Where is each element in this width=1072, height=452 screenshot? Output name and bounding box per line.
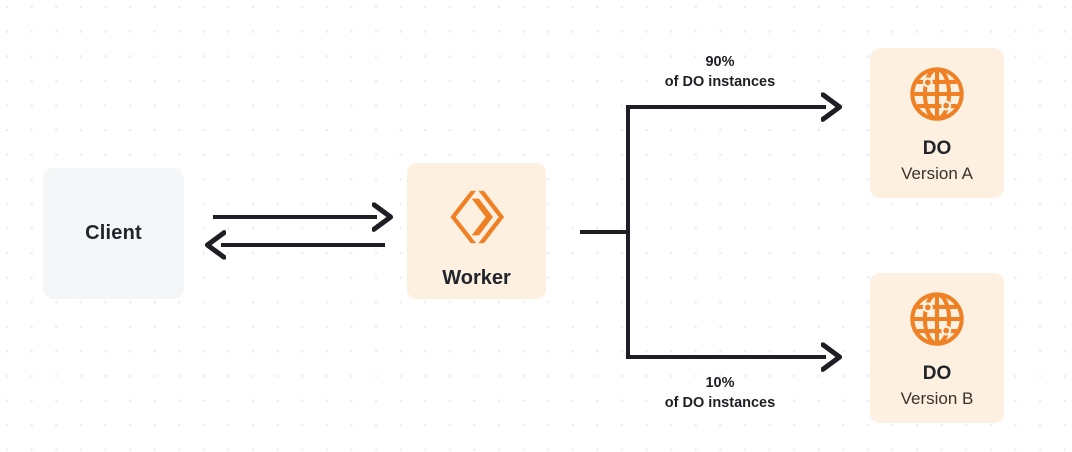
edge-label-do-b-description: of DO instances: [664, 394, 776, 411]
edge-label-do-b-percent: 10%: [705, 375, 735, 391]
globe-icon: [908, 290, 966, 348]
edge-worker-to-do-a: [626, 107, 826, 232]
node-do-version-b[interactable]: DO Version B: [870, 273, 1004, 423]
node-worker-label: Worker: [442, 267, 511, 289]
edge-label-do-a-percent: 90%: [705, 54, 735, 70]
node-do-version-a[interactable]: DO Version A: [870, 48, 1004, 198]
edge-label-do-a: 90% of DO instances: [613, 53, 827, 92]
node-do-a-title: DO: [922, 138, 952, 159]
edge-worker-to-do-b: [626, 232, 826, 357]
node-do-a-subtitle: Version A: [901, 163, 973, 183]
node-client-label: Client: [85, 222, 142, 244]
globe-icon: [908, 65, 966, 123]
edge-label-do-a-description: of DO instances: [664, 73, 776, 90]
node-worker[interactable]: Worker: [407, 163, 546, 299]
node-do-b-title: DO: [922, 363, 952, 384]
node-client[interactable]: Client: [43, 168, 184, 299]
edge-label-do-b: 10% of DO instances: [613, 374, 827, 413]
cloudflare-workers-icon: [446, 187, 508, 247]
node-do-b-subtitle: Version B: [900, 388, 974, 408]
